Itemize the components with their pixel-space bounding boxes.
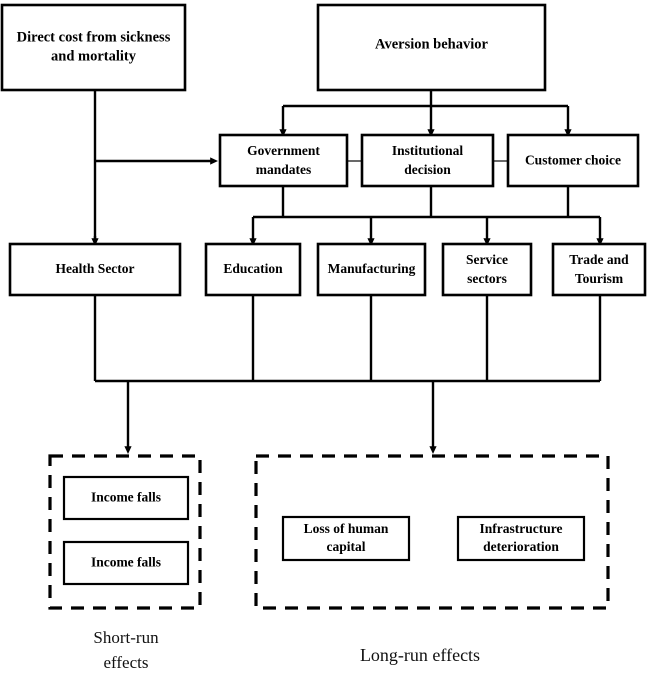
node-income-falls-2[interactable]: Income falls bbox=[62, 540, 190, 586]
node-direct-cost[interactable]: Direct cost from sickness and mortality bbox=[0, 3, 187, 92]
node-government-mandates-line1: Government bbox=[247, 143, 320, 158]
node-service-sectors-line2: sectors bbox=[467, 271, 507, 286]
node-government-mandates[interactable]: Government mandates bbox=[218, 133, 349, 188]
node-institutional-decision-line1: Institutional bbox=[392, 143, 464, 158]
node-government-mandates-line2: mandates bbox=[256, 162, 312, 177]
node-health-sector-label: Health Sector bbox=[55, 261, 134, 276]
node-manufacturing[interactable]: Manufacturing bbox=[316, 242, 427, 297]
node-education[interactable]: Education bbox=[204, 242, 302, 297]
node-aversion-behavior[interactable]: Aversion behavior bbox=[316, 3, 547, 92]
node-health-sector[interactable]: Health Sector bbox=[8, 242, 182, 297]
node-service-sectors-line1: Service bbox=[466, 252, 508, 267]
node-income-falls-2-label: Income falls bbox=[91, 555, 161, 570]
node-institutional-decision[interactable]: Institutional decision bbox=[360, 133, 495, 188]
long-run-effects-group bbox=[254, 454, 610, 610]
node-infrastructure-deterioration-line2: deterioration bbox=[483, 539, 559, 554]
node-institutional-decision-line2: decision bbox=[404, 162, 451, 177]
caption-short-run-line2: effects bbox=[104, 653, 149, 672]
caption-short-run-line1: Short-run bbox=[93, 628, 159, 647]
node-loss-of-human-capital[interactable]: Loss of human capital bbox=[281, 515, 411, 562]
node-infrastructure-deterioration[interactable]: Infrastructure deterioration bbox=[456, 515, 586, 562]
node-infrastructure-deterioration-line1: Infrastructure bbox=[480, 521, 563, 536]
node-direct-cost-line2: and mortality bbox=[51, 48, 137, 64]
node-education-label: Education bbox=[223, 261, 283, 276]
node-direct-cost-line1: Direct cost from sickness bbox=[17, 29, 171, 45]
node-trade-and-tourism-line1: Trade and bbox=[569, 252, 629, 267]
node-manufacturing-label: Manufacturing bbox=[328, 261, 416, 276]
node-customer-choice[interactable]: Customer choice bbox=[506, 133, 640, 188]
node-trade-and-tourism[interactable]: Trade and Tourism bbox=[551, 242, 647, 297]
node-customer-choice-label: Customer choice bbox=[525, 153, 621, 168]
node-income-falls-1-label: Income falls bbox=[91, 490, 161, 505]
node-service-sectors[interactable]: Service sectors bbox=[441, 242, 533, 297]
short-run-effects-group bbox=[48, 454, 202, 610]
node-loss-of-human-capital-line1: Loss of human bbox=[304, 521, 389, 536]
node-income-falls-1[interactable]: Income falls bbox=[62, 475, 190, 521]
node-trade-and-tourism-line2: Tourism bbox=[575, 271, 624, 286]
node-aversion-behavior-label: Aversion behavior bbox=[375, 36, 488, 52]
node-loss-of-human-capital-line2: capital bbox=[327, 539, 366, 554]
caption-long-run: Long-run effects bbox=[360, 645, 480, 665]
